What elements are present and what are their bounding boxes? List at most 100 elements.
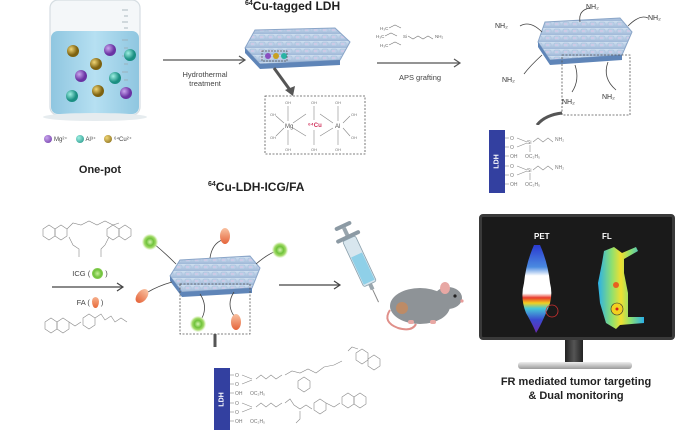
amine-ldh-illustration: NH₂ NH₂ NH₂ NH₂ NH₂ NH₂ [495,4,661,125]
ldh-nanoplate-edge [245,48,340,69]
svg-text:H₃C: H₃C [380,26,389,31]
svg-text:NH₂: NH₂ [555,137,564,143]
syringe-icon [334,221,379,303]
beaker-illustration [43,0,147,121]
al-ion [66,90,78,102]
amine-label: NH₂ [602,94,615,101]
imaging-scans [522,245,644,333]
svg-text:O: O [510,145,514,151]
svg-text:OH: OH [235,419,243,425]
layer-structure: Mg ⁶⁴Cu Al OH OH OH OH OH OH OH OH OH OH [270,100,357,152]
ldh-surface-bar: LDH [214,368,230,430]
svg-text:Si: Si [527,168,531,174]
icg-fa-ldh-illustration [135,228,288,347]
svg-text:O: O [510,136,514,142]
amine-label: NH₂ [562,99,575,106]
zoom-arrow-icon [535,111,563,125]
pet-scan-image [522,245,552,333]
arrow-right-icon [377,58,462,68]
svg-text:NH₂: NH₂ [555,165,564,171]
monitor-base [518,362,632,369]
cu-ldh-icg-fa-title: 64Cu-LDH-ICG/FA [208,180,305,194]
arrow-right-icon [279,280,342,290]
svg-text:OH: OH [270,135,276,140]
ldh-nanoplate [244,27,351,65]
svg-text:H₃C: H₃C [380,43,389,48]
ion-legend: Mg²⁺ Al³⁺ ⁶⁴Cu²⁺ [44,135,132,143]
svg-text:O: O [235,382,239,388]
fl-label: FL [602,232,612,241]
fa-label: FA ( ) [76,297,104,308]
svg-text:OH: OH [335,147,341,152]
amine-chains [519,7,649,93]
svg-text:OC₂H₅: OC₂H₅ [250,391,265,397]
fl-scan-image [598,247,644,329]
aps-grafting-step: APS grafting [375,55,465,82]
conjugation-step: ICG ( ) FA ( ) [50,268,130,308]
svg-text:OH: OH [285,147,291,152]
icg-dye [142,234,158,250]
legend-item-al: Al³⁺ [75,135,96,143]
folic-acid [220,228,230,244]
zoom-arrow-icon [272,67,292,91]
svg-text:O: O [510,164,514,170]
mouse-icon [386,282,464,331]
tumor-spot [396,302,408,314]
beaker-liquid [51,31,139,114]
one-pot-caption: One-pot [78,164,122,176]
svg-text:OH: OH [235,391,243,397]
cu-ion [67,45,79,57]
amine-label: NH₂ [495,23,508,30]
svg-text:H₃C: H₃C [376,34,385,39]
cu-ion [90,58,102,70]
arrow-right-icon [163,55,247,65]
monitor: PET FL [479,214,675,340]
aps-grafting-label: APS grafting [398,73,442,82]
svg-text:O: O [510,173,514,179]
icg-dye-icon [92,268,104,279]
amine-label: NH₂ [648,15,661,22]
legend-item-cu: ⁶⁴Cu²⁺ [104,135,132,143]
svg-text:OH: OH [311,147,317,152]
svg-text:OC₂H₅: OC₂H₅ [525,182,540,188]
ldh-nanoplate [537,17,633,61]
cu-center: ⁶⁴Cu [308,123,322,129]
aps-reagent-structure: H₃C H₃C H₃C Si NH₂ [376,24,443,48]
al-ion [124,49,136,61]
imaging-caption: FR mediated tumor targeting & Dual monit… [500,376,652,402]
tumor-marker [545,304,559,318]
icg-dye [190,316,206,332]
svg-text:Si: Si [403,34,407,39]
folic-acid-structure [44,313,128,334]
cu-tagged-ldh-title: 64Cu-tagged LDH [245,0,341,13]
svg-text:OH: OH [335,100,341,105]
svg-text:OH: OH [351,135,357,140]
mg-center: Mg [285,124,293,130]
folic-acid [231,314,241,330]
icg-dye [272,242,288,258]
svg-text:Si: Si [527,140,531,146]
svg-text:OH: OH [351,112,357,117]
svg-text:OC₂H₅: OC₂H₅ [250,419,265,425]
svg-text:O: O [235,410,239,416]
svg-text:NH₂: NH₂ [435,34,443,39]
ldh-nanoplate [169,255,261,293]
injection-illustration [334,221,464,331]
al-center: Al [335,124,340,130]
icg-fa-surface-chemistry: O O OH O O OH OC₂H₅ OC₂H₅ [230,346,381,425]
folic-acid [135,289,149,303]
svg-text:OH: OH [270,112,276,117]
amine-label: NH₂ [502,77,515,84]
cu-radioactive-sphere-icon [104,135,112,143]
mg-ion [75,70,87,82]
folic-acid-icon [91,297,99,308]
icg-label: ICG ( ) [72,268,108,279]
svg-text:O: O [235,401,239,407]
svg-text:OH: OH [285,100,291,105]
icg-structure [42,220,132,257]
svg-text:OH: OH [311,100,317,105]
al-ion [109,72,121,84]
ions [66,44,136,102]
structure-box [264,95,366,155]
